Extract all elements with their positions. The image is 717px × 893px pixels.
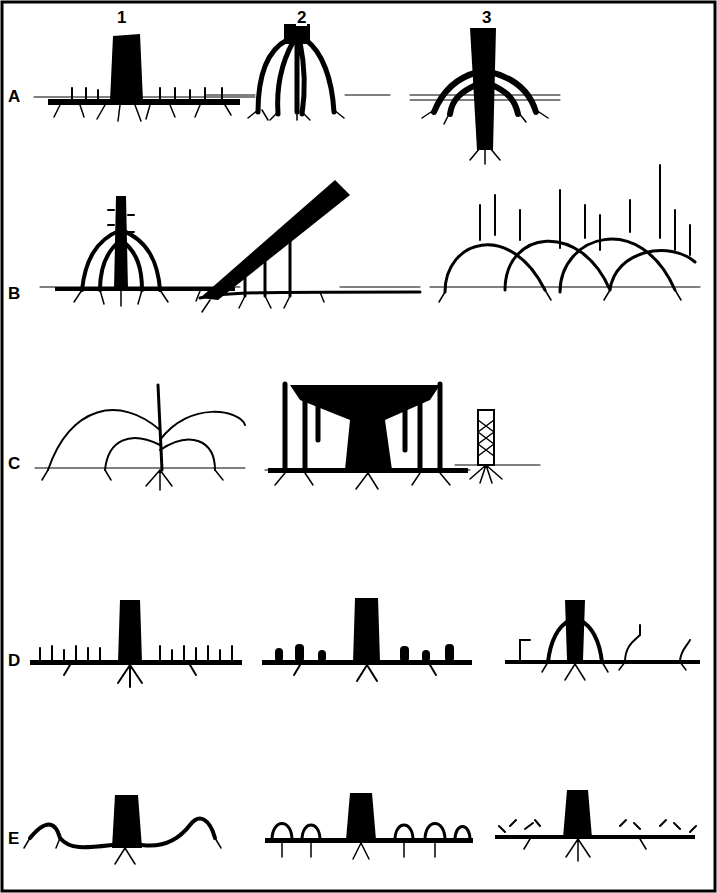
row-letter: A bbox=[7, 88, 21, 105]
column-number: 2 bbox=[296, 9, 307, 26]
row-letter: C bbox=[7, 455, 21, 472]
column-number: 1 bbox=[116, 9, 127, 26]
row-letter: B bbox=[7, 285, 21, 302]
row-letter: D bbox=[7, 652, 21, 669]
column-number: 3 bbox=[481, 9, 492, 26]
row-letter: E bbox=[7, 830, 20, 847]
